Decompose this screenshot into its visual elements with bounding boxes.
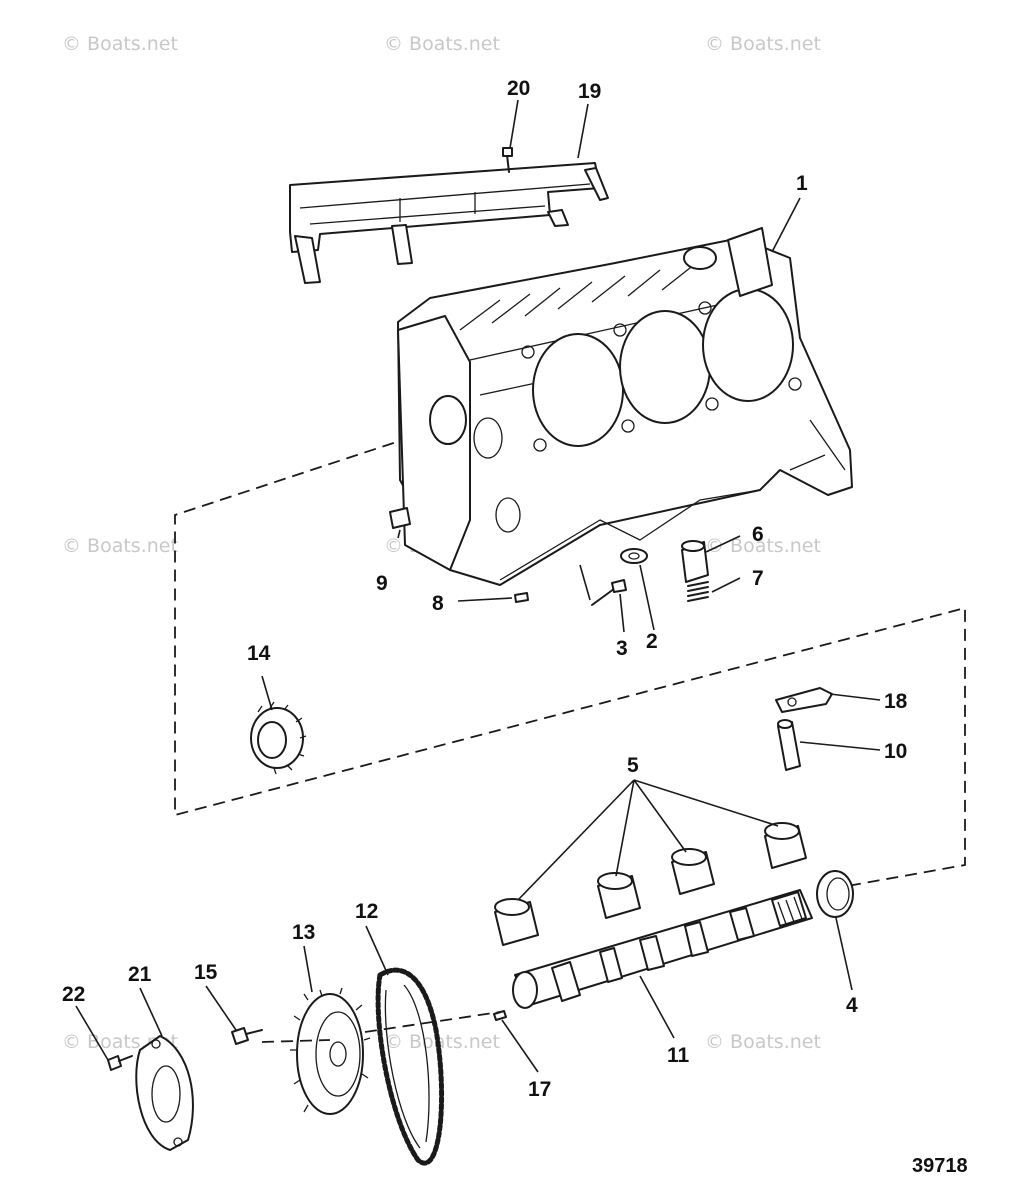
part-2-washer xyxy=(620,548,648,564)
callout-13: 13 xyxy=(292,921,315,944)
callout-9: 9 xyxy=(376,572,388,595)
watermark: © Boats.net xyxy=(705,535,821,557)
part-7-spring xyxy=(687,581,709,602)
part-3-pin xyxy=(579,564,627,606)
watermarks: © Boats.net © Boats.net © Boats.net © Bo… xyxy=(62,33,821,1053)
callout-5: 5 xyxy=(627,754,639,777)
watermark: © Boats.net xyxy=(705,1031,821,1053)
part-1-cylinder-block xyxy=(397,227,853,586)
assembly-dashed-outline xyxy=(174,424,966,888)
part-10-lifter xyxy=(777,719,801,771)
callout-15: 15 xyxy=(194,961,218,984)
part-6-fitting xyxy=(681,540,709,583)
front-alignment-dashes xyxy=(261,1011,501,1043)
callout-4: 4 xyxy=(846,994,858,1017)
callout-19: 19 xyxy=(578,80,601,103)
callout-3: 3 xyxy=(616,637,628,660)
callout-14: 14 xyxy=(247,642,271,665)
part-4-cam-plug xyxy=(816,870,854,918)
watermark: © Boats.net xyxy=(384,33,500,55)
callout-11: 11 xyxy=(667,1044,690,1067)
callout-7: 7 xyxy=(752,567,764,590)
part-20-bolt xyxy=(502,147,513,173)
callout-21: 21 xyxy=(128,963,152,986)
part-11-camshaft xyxy=(512,889,813,1009)
figure-number: 39718 xyxy=(912,1155,968,1177)
part-8-pin xyxy=(514,592,529,603)
part-9-plug xyxy=(389,507,411,529)
part-22-screw xyxy=(107,1055,133,1071)
callout-18: 18 xyxy=(884,690,908,713)
part-18-retainer xyxy=(775,687,833,713)
watermark: © Boats.net xyxy=(384,1031,500,1053)
callout-22: 22 xyxy=(62,983,85,1006)
leader-lines xyxy=(75,99,881,1073)
callout-2: 2 xyxy=(646,630,658,653)
part-21-thrust-plate xyxy=(135,1035,194,1151)
part-13-cam-sprocket xyxy=(290,987,371,1115)
callout-6: 6 xyxy=(752,523,764,546)
callout-20: 20 xyxy=(507,77,530,100)
part-14-crank-gear xyxy=(250,701,307,775)
part-19-lifter-guide xyxy=(289,162,609,284)
callout-numbers: 20 19 1 9 8 3 2 6 7 14 18 10 5 4 11 17 1… xyxy=(62,77,908,1101)
part-12-timing-chain xyxy=(375,967,445,1166)
callout-8: 8 xyxy=(432,592,444,615)
part-5-cam-bearings xyxy=(494,822,807,946)
watermark: © Boats.net xyxy=(705,33,821,55)
part-15-bolt xyxy=(231,1027,263,1045)
watermark: © Boats.net xyxy=(62,33,178,55)
callout-17: 17 xyxy=(528,1078,551,1101)
callout-1: 1 xyxy=(796,172,808,195)
watermark: © Boats.net xyxy=(62,535,178,557)
callout-12: 12 xyxy=(355,900,378,923)
callout-10: 10 xyxy=(884,740,907,763)
